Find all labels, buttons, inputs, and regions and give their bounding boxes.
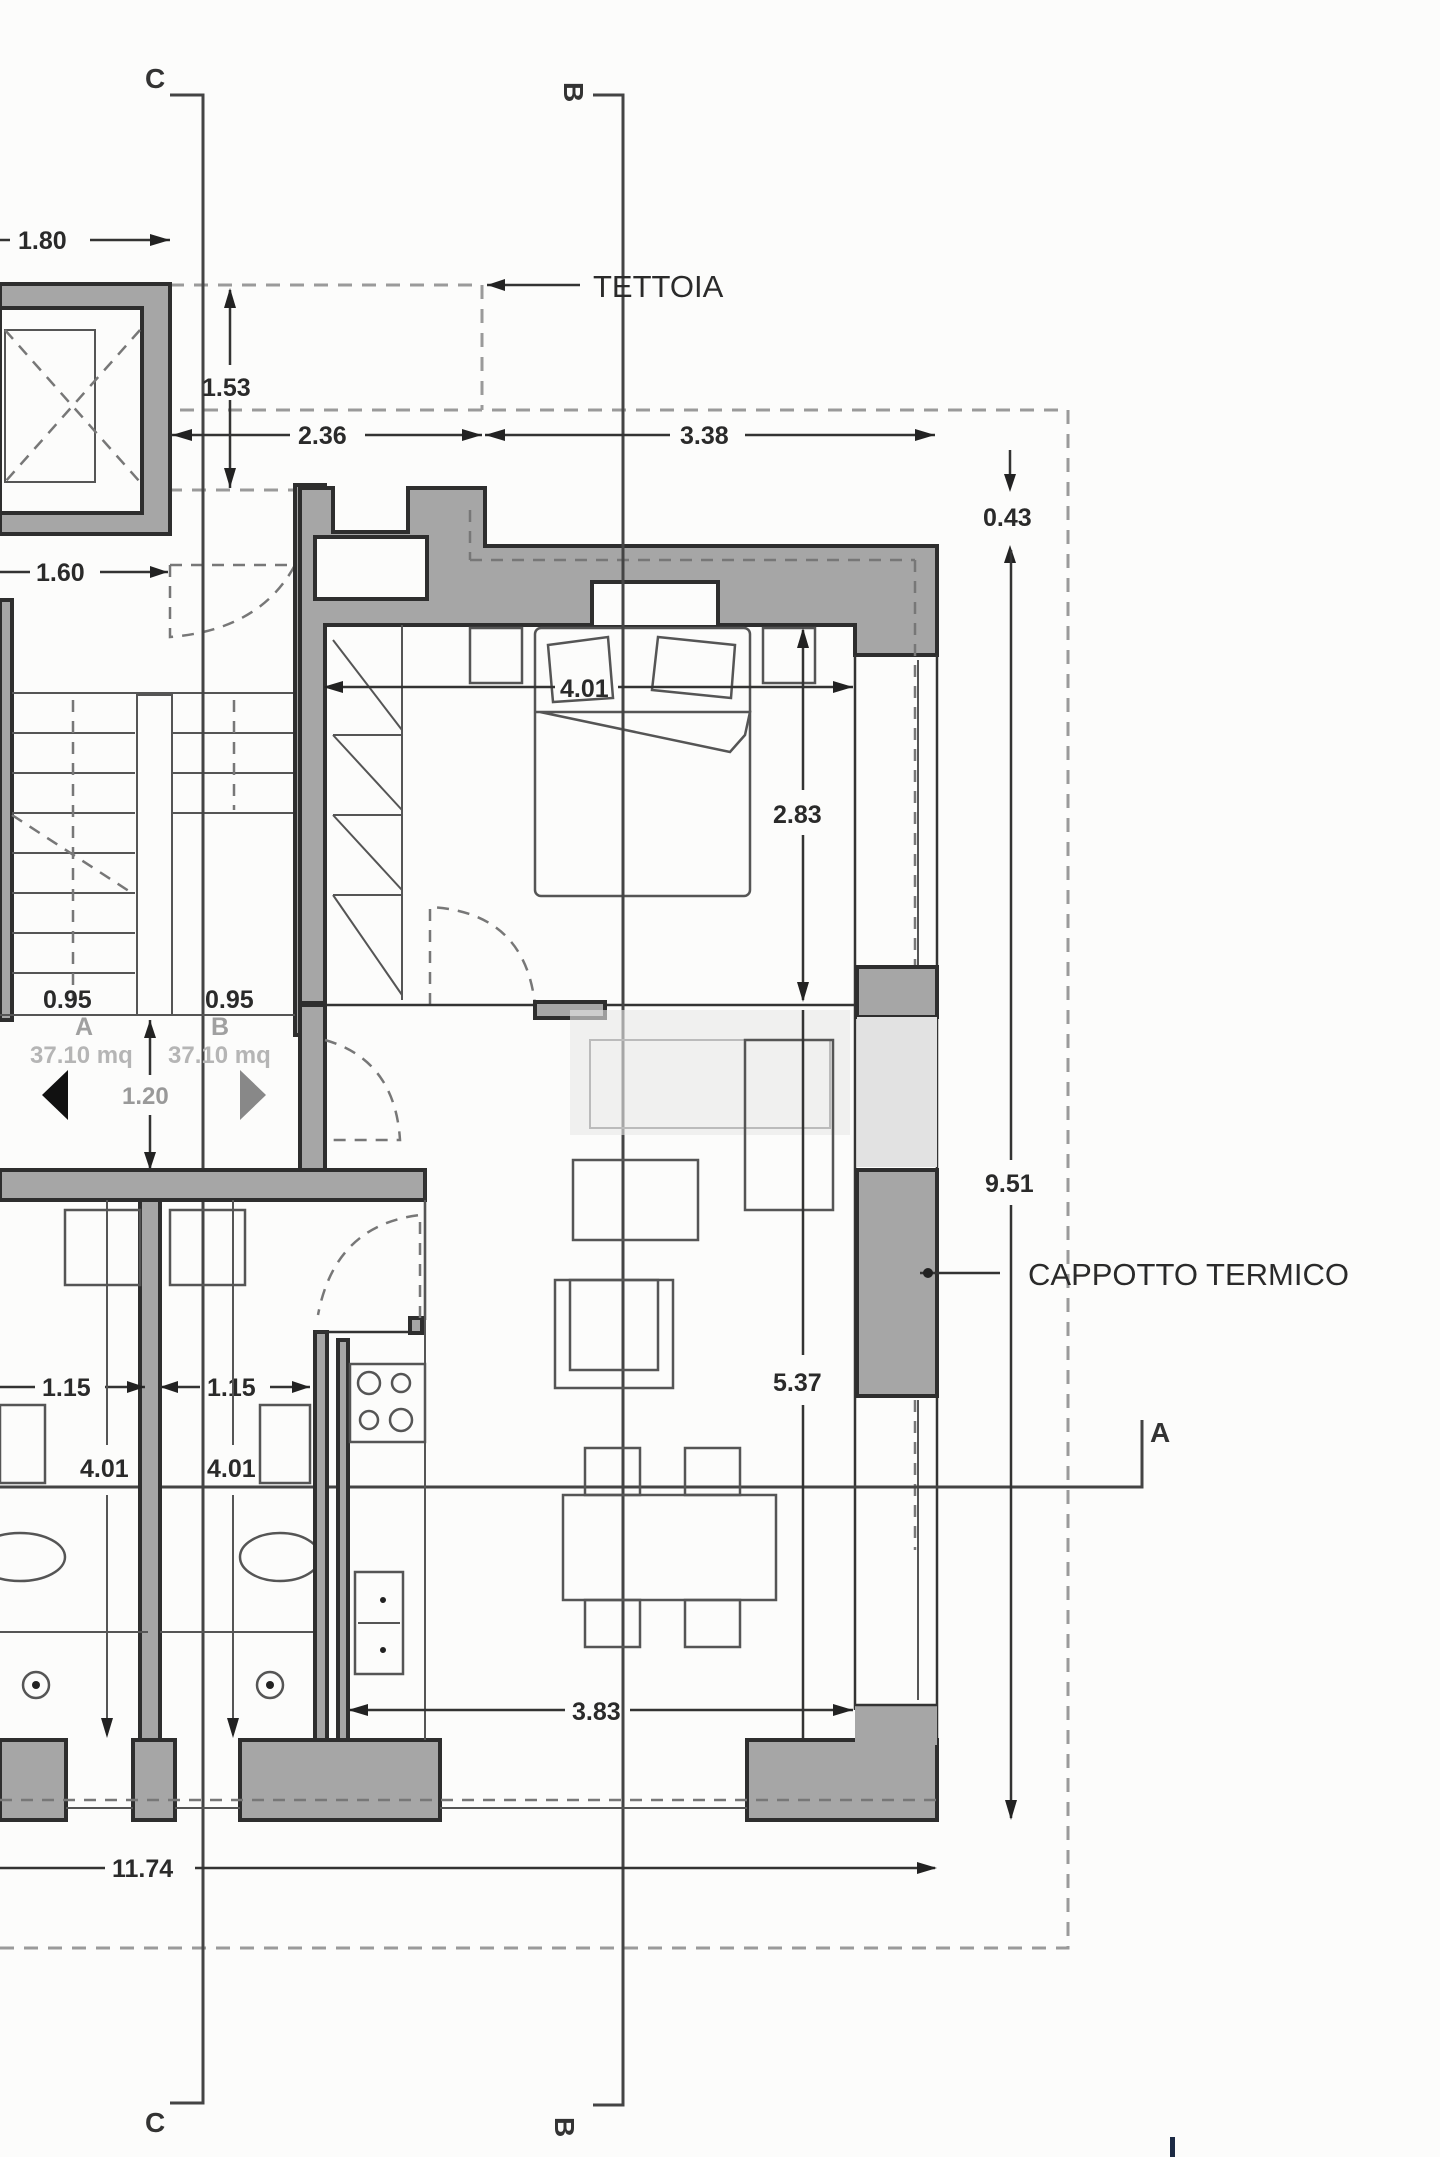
- wardrobe: [332, 625, 403, 1000]
- section-b-top-label: B: [558, 82, 589, 102]
- bedroom-walls: [298, 486, 939, 1550]
- section-line-c: C C: [145, 63, 205, 2138]
- svg-text:4.01: 4.01: [560, 675, 609, 703]
- dim-total-depth: 9.51: [985, 550, 1034, 1820]
- unit-entrances: A B 37.10 mq 37.10 mq 1.20: [30, 1013, 271, 1170]
- sink-icon: [353, 1570, 405, 1676]
- svg-text:4.01: 4.01: [207, 1455, 256, 1483]
- svg-text:1.53: 1.53: [202, 374, 251, 402]
- bedroom-door-swing: [428, 905, 537, 1006]
- svg-text:1.15: 1.15: [207, 1374, 256, 1402]
- stair-core: [0, 282, 327, 1037]
- svg-text:1.20: 1.20: [122, 1083, 169, 1110]
- section-line-a: A: [0, 1417, 1170, 1489]
- section-c-bottom-label: C: [145, 2107, 165, 2138]
- unit-a-area: 37.10 mq: [30, 1042, 133, 1069]
- svg-text:2.36: 2.36: [298, 422, 347, 450]
- svg-text:1.80: 1.80: [18, 227, 67, 255]
- canopy: TETTOIA: [487, 269, 724, 304]
- dim-canopy-span: 2.36 3.38: [172, 422, 935, 450]
- section-c-top-label: C: [145, 63, 165, 94]
- dim-bedroom: 4.01 2.83: [323, 628, 853, 1002]
- unit-b-name: B: [211, 1013, 229, 1041]
- unit-a-arrow-icon: [42, 1070, 68, 1120]
- svg-text:1.60: 1.60: [36, 559, 85, 587]
- cursor-mark: [1170, 2137, 1175, 2157]
- stair-treads: [12, 692, 295, 974]
- dim-top-offset: 0.43: [983, 450, 1032, 563]
- svg-text:0.95: 0.95: [43, 986, 92, 1014]
- svg-text:3.83: 3.83: [572, 1698, 621, 1726]
- svg-text:0.43: 0.43: [983, 504, 1032, 532]
- dining-table: [561, 1493, 778, 1602]
- landing-wall: [0, 1168, 427, 1202]
- dim-canopy-depth: 1.53: [202, 288, 251, 488]
- svg-text:1.15: 1.15: [42, 1374, 91, 1402]
- svg-text:11.74: 11.74: [112, 1855, 173, 1883]
- svg-text:9.51: 9.51: [985, 1170, 1034, 1198]
- dim-total-width: 11.74: [0, 1855, 937, 1883]
- dim-top-left-width: 1.80: [0, 227, 170, 255]
- bottom-wall: [0, 1703, 939, 1822]
- svg-text:4.01: 4.01: [80, 1455, 129, 1483]
- insulation-label: CAPPOTTO TERMICO: [1028, 1257, 1349, 1292]
- canopy-label: TETTOIA: [593, 269, 724, 304]
- unit-b-area: 37.10 mq: [168, 1042, 271, 1069]
- insulation-callout: CAPPOTTO TERMICO: [920, 1257, 1349, 1292]
- bathrooms: 1.15 1.15 4.01 4.01: [0, 1198, 442, 1822]
- armchair: [553, 1278, 675, 1390]
- right-exterior-wall: [853, 655, 939, 1820]
- kitchen-wall: [313, 1170, 427, 1742]
- living-area: 5.37 3.83: [348, 1010, 853, 1738]
- dim-landing-width: 1.60: [0, 559, 168, 587]
- unit-a-name: A: [75, 1013, 93, 1041]
- svg-text:0.95: 0.95: [205, 986, 254, 1014]
- double-bed: [468, 626, 817, 898]
- svg-text:3.38: 3.38: [680, 422, 729, 450]
- svg-text:2.83: 2.83: [773, 801, 822, 829]
- kitchen-fixtures: [348, 1200, 427, 1740]
- svg-text:5.37: 5.37: [773, 1369, 822, 1397]
- section-b-bottom-label: B: [549, 2117, 580, 2137]
- dim-corridor: 0.95 0.95: [0, 986, 295, 1016]
- unit-b-arrow-icon: [240, 1070, 266, 1120]
- section-a-label: A: [1150, 1417, 1170, 1448]
